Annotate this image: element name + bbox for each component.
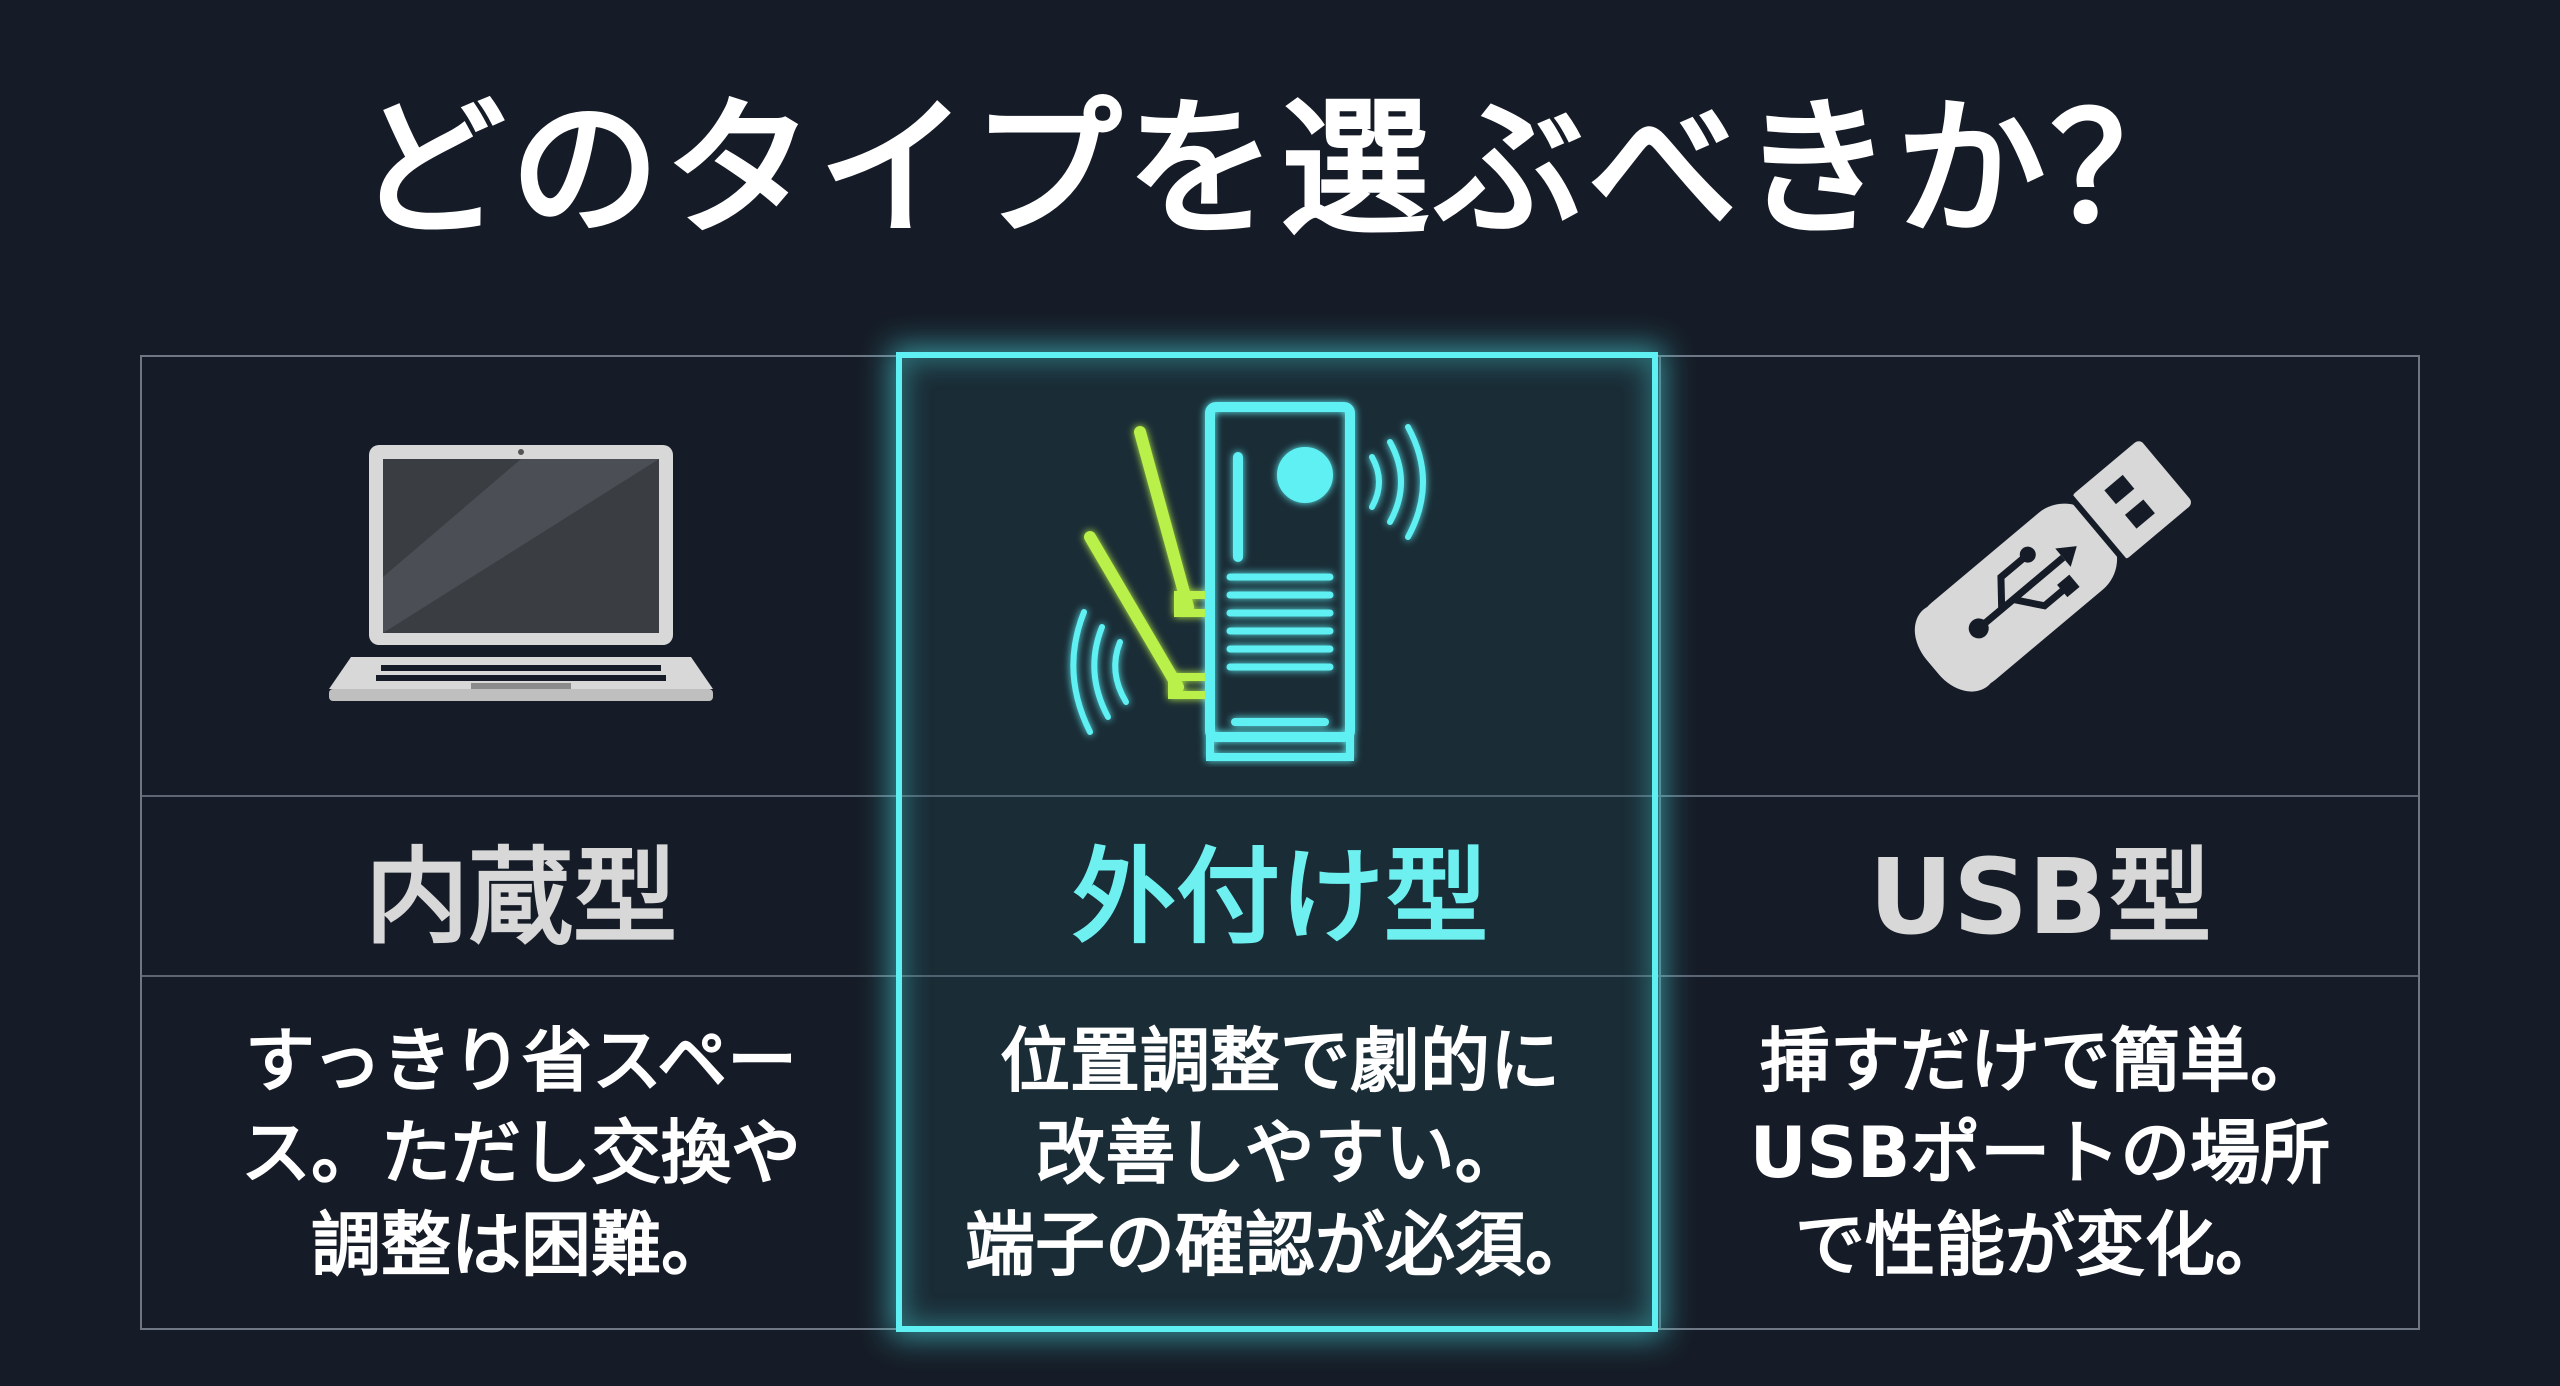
column-divider xyxy=(1659,357,1661,1328)
usb-stick-icon xyxy=(1660,357,2420,797)
type-description-external: 位置調整で劇的に 改善しやすい。 端子の確認が必須。 xyxy=(965,1019,1595,1286)
type-name-builtin: 内蔵型 xyxy=(364,835,677,958)
type-name-external: 外付け型 xyxy=(1071,835,1488,958)
external-wifi-adapter-icon xyxy=(900,357,1660,797)
laptop-icon xyxy=(142,357,900,797)
comparison-table: 内蔵型 すっきり省スペー ス。ただし交換や 調整は困難。 xyxy=(140,355,2420,1330)
column-usb: USB型 挿すだけで簡単。 USBポートの場所 で性能が変化。 xyxy=(1660,357,2420,1328)
row-divider xyxy=(142,975,2418,977)
column-builtin: 内蔵型 すっきり省スペー ス。ただし交換や 調整は困難。 xyxy=(142,357,900,1328)
column-external: 外付け型 位置調整で劇的に 改善しやすい。 端子の確認が必須。 xyxy=(900,357,1660,1328)
page-title: どのタイプを選ぶべきか？ xyxy=(355,83,2204,257)
type-description-builtin: すっきり省スペー ス。ただし交換や 調整は困難。 xyxy=(241,1019,801,1286)
row-divider xyxy=(142,795,2418,797)
type-name-usb: USB型 xyxy=(1868,835,2212,958)
type-description-usb: 挿すだけで簡単。 USBポートの場所 で性能が変化。 xyxy=(1749,1019,2331,1286)
